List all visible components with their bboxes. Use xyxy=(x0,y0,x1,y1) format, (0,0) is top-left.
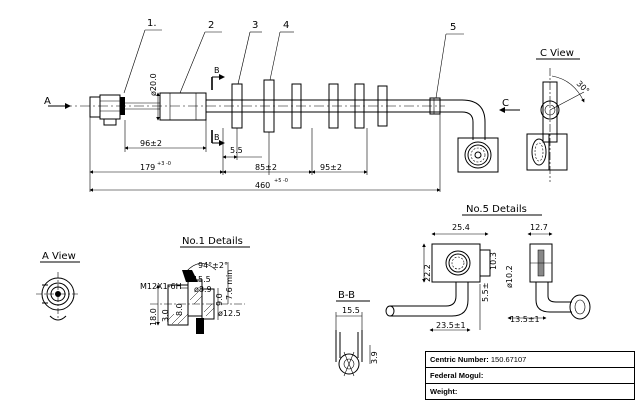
weight-label: Weight: xyxy=(430,387,458,396)
no5-details: No.5 Details 25.4 22.2 10.3 5.5± 23.5±1 … xyxy=(385,204,591,332)
no1-d18-0: 18.0 xyxy=(149,308,158,326)
centric-number-label: Centric Number: xyxy=(430,355,489,364)
title-row-centric: Centric Number: 150.67107 xyxy=(426,352,634,368)
no1-title: No.1 Details xyxy=(182,236,243,247)
main-view: A C xyxy=(44,18,520,192)
end-block xyxy=(457,137,499,173)
no5-w25-4: 25.4 xyxy=(452,223,470,232)
no5-title: No.5 Details xyxy=(466,204,527,215)
title-block: Centric Number: 150.67107 Federal Mogul:… xyxy=(425,351,635,400)
fitting-nut xyxy=(89,96,101,118)
bb-height: 3.9 xyxy=(370,351,379,364)
no5-w23-5: 23.5±1 xyxy=(436,321,466,330)
no5-h22-2: 22.2 xyxy=(423,264,432,282)
section-b-label-top: B xyxy=(214,66,220,75)
no1-angle: 94°±2° xyxy=(198,261,228,270)
section-b-label-bottom: B xyxy=(214,133,220,142)
dim-85: 85±2 xyxy=(255,163,277,172)
no1-d15-5: ø15.5 xyxy=(188,275,211,284)
no1-d12-5: ø12.5 xyxy=(218,309,241,318)
dim-179: 179 xyxy=(140,163,155,172)
no5-w12-7: 12.7 xyxy=(530,223,548,232)
a-view-title: A View xyxy=(42,251,76,262)
no1-d8-0: 8.0 xyxy=(175,303,184,316)
callout-3: 3 xyxy=(252,20,258,31)
dim-dia20: ø20.0 xyxy=(149,73,158,96)
dim-95: 95±2 xyxy=(320,163,342,172)
dim-96: 96±2 xyxy=(140,139,162,148)
dim-5-5: 5.5 xyxy=(230,146,243,155)
no1-details: No.1 Details 94°±2° M12X1-6H ø15.5 ø8.9 … xyxy=(140,236,250,334)
c-view-angle: 30° xyxy=(575,79,591,95)
no5-w13-5: 13.5±1 xyxy=(510,315,540,324)
c-view: C View 30° xyxy=(526,48,591,182)
callouts: 1. 2 3 4 5 xyxy=(123,18,464,99)
no1-d3-0: 3.0 xyxy=(161,309,170,322)
centric-number-value: 150.67107 xyxy=(490,355,527,364)
title-row-weight: Weight: xyxy=(426,384,634,400)
dim-460-tol: +5 -0 xyxy=(274,178,288,184)
callout-5: 5 xyxy=(450,22,456,33)
title-row-federal: Federal Mogul: xyxy=(426,368,634,384)
dim-179-tol: +3 -0 xyxy=(157,161,171,167)
bb-width: 15.5 xyxy=(342,306,360,315)
no5-d10-2: ø10.2 xyxy=(505,265,514,288)
no1-d9-0: 9.0 xyxy=(215,293,224,306)
no1-d7-6: 7.6 min xyxy=(225,270,234,300)
crimp-ferrule xyxy=(159,92,207,121)
callout-1: 1. xyxy=(147,18,157,29)
bb-view: B-B 15.5 3.9 xyxy=(335,290,379,377)
no1-thread: M12X1-6H xyxy=(140,282,182,291)
dim-460: 460 xyxy=(255,181,270,190)
callout-2: 2 xyxy=(208,20,214,31)
no5-d10-3: 10.3 xyxy=(489,252,498,270)
bb-title: B-B xyxy=(338,290,355,301)
a-view: A View xyxy=(36,251,80,321)
no1-d8-9: ø8.9 xyxy=(194,285,212,294)
arrow-c-label: C xyxy=(502,98,509,109)
c-view-title: C View xyxy=(540,48,574,59)
arrow-a-label: A xyxy=(44,96,51,107)
federal-mogul-label: Federal Mogul: xyxy=(430,371,484,380)
callout-4: 4 xyxy=(283,20,289,31)
no5-d5-5: 5.5± xyxy=(481,283,490,302)
